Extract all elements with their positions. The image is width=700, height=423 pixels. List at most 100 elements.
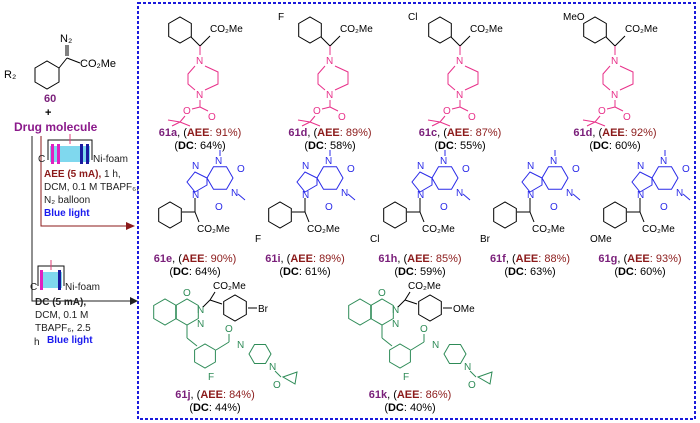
oxygen-label: O [572,164,580,175]
label-part: AEE [317,127,340,139]
label-part: : 44%) [209,402,241,414]
label-part: : 60%) [634,266,666,278]
oxygen-label: O [660,202,668,213]
ring [316,166,344,190]
dc-yield-label: (DC: 60%) [614,266,665,278]
ring [411,171,433,193]
nitrogen-label: N [325,156,332,167]
label-part: : 87%) [469,127,501,139]
bond [439,121,451,127]
bond [606,106,616,110]
bond [329,106,339,112]
label-part: : 64%) [189,266,221,278]
oxygen-label: O [208,112,216,123]
label-part: AEE [187,127,210,139]
label-part: 61i [265,253,280,265]
ring [186,171,208,193]
ring [194,343,216,369]
fluorine-label: F [403,372,409,383]
label-part: 61c [419,127,437,139]
bond [194,211,200,223]
ring [153,298,177,326]
label-part: , ( [437,127,447,139]
bond [381,337,393,347]
nitrogen-label: N [326,56,333,67]
substituent-label: MeO [563,12,585,23]
bond [451,106,461,110]
compound-label: 61g, (AEE: 93%) [598,253,681,265]
bond [586,121,596,127]
ester-label: CO₂Me [340,24,373,35]
nitrogen-label: N [341,188,348,199]
bond [334,65,349,91]
substituent-label: Br [258,304,269,315]
ester-label: CO₂Me [470,24,503,35]
cathode-label: Ni-foam [93,154,128,165]
substituent-label: OMe [590,234,612,245]
nitrogen-label: N [637,190,644,201]
bond [179,115,186,123]
label-part: 61a [159,127,178,139]
ester-label: CO₂Me [197,224,230,235]
label-part: , ( [307,127,317,139]
label-part: AEE [200,389,223,401]
oxygen-label: O [378,288,386,299]
nitrogen-label: N [326,90,333,101]
bond [187,65,196,91]
bond [619,65,634,91]
aee-arrow [40,136,128,227]
ring [168,16,192,44]
oxygen-label: O [598,106,606,117]
nitrogen-label: N [197,305,204,316]
aee-conditions-line3: N₂ balloon [44,195,90,206]
nitrogen-label: N [637,161,644,172]
nitrogen-label: N [456,90,463,101]
bond [297,119,311,123]
diazo-label: N₂ [60,33,72,45]
ring [206,166,234,190]
label-part: AEE [397,389,420,401]
label-part: 61d [573,127,592,139]
anode-label: C [30,282,37,293]
ester-label: CO₂Me [532,224,565,235]
bond [439,115,446,123]
ring [296,171,318,193]
dc-conditions-line3: TBAPF₆, 2.5 [35,323,91,334]
compound-label: 61k, (AEE: 86%) [369,389,452,401]
bond [431,121,441,127]
compound-label: 61h, (AEE: 85%) [378,253,461,265]
bond [404,291,411,301]
nitrogen-label: N [192,190,199,201]
label-part: DC [508,266,524,278]
bond [614,106,624,112]
label-part: : 93%) [650,253,682,265]
fluorine-label: F [208,372,214,383]
bond [419,211,425,223]
oxygen-label: O [183,288,191,299]
ring [583,16,607,44]
nitrogen-label: N [417,161,424,172]
label-part: : 40%) [404,402,436,414]
nitrogen-label: N [269,362,276,373]
ring [521,171,543,193]
bond [309,115,316,123]
oxygen-label: O [347,164,355,175]
label-part: ( [189,402,193,414]
bond [594,121,606,127]
nitrogen-label: N [197,319,204,330]
label-part: : 92%) [625,127,657,139]
nitrogen-label: N [392,319,399,330]
nitrogen-label: N [527,190,534,201]
dc-yield-label: (DC: 59%) [394,266,445,278]
label-part: : 89%) [313,253,345,265]
bond [639,211,645,223]
ring [175,298,199,326]
compound-label: 61f, (AEE: 88%) [490,253,570,265]
label-part: ( [589,140,593,152]
